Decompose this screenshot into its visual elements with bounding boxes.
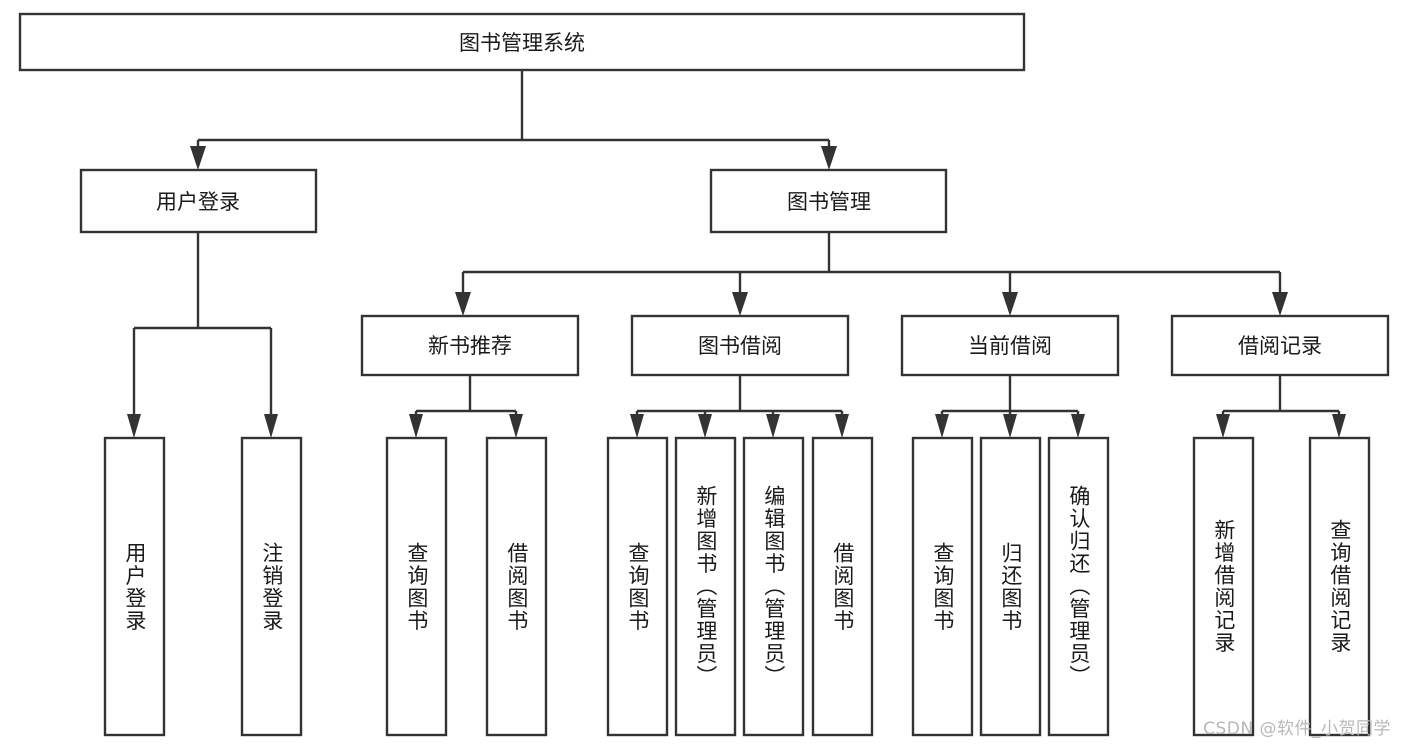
node-book-management-box[interactable] <box>709 168 948 234</box>
leaf-box-borrow-book-1[interactable] <box>485 436 548 737</box>
arrow-head-leaf-query-book-2 <box>630 414 644 438</box>
arrow-head-leaf-user-logout <box>264 414 278 438</box>
node-root-label: 图书管理系统 <box>459 31 585 55</box>
leaf-box-add-book[interactable] <box>674 436 737 737</box>
leaf-box-return-book[interactable] <box>979 436 1042 737</box>
arrow-head-book-borrow <box>732 292 748 316</box>
node-new-book-recommend-label: 新书推荐 <box>428 334 512 358</box>
node-new-book-recommend[interactable]: 新书推荐 <box>360 314 580 377</box>
leaf-box-user-logout[interactable] <box>240 436 303 737</box>
leaf-box-borrow-book-2[interactable] <box>811 436 874 737</box>
arrow-head-leaf-user-login <box>127 414 141 438</box>
leaf-box-confirm-return[interactable] <box>1047 436 1110 737</box>
arrow-head-leaf-add-book <box>698 414 712 438</box>
node-current-borrow[interactable]: 当前借阅 <box>900 314 1120 377</box>
node-root-box[interactable] <box>18 12 1026 72</box>
node-borrow-record-box[interactable] <box>1170 314 1390 377</box>
node-new-book-recommend-box[interactable] <box>360 314 580 377</box>
leaf-box-edit-book[interactable] <box>742 436 805 737</box>
arrow-head-book-management <box>821 146 837 170</box>
leaf-box-user-login[interactable] <box>103 436 166 737</box>
arrow-head-new-book-recommend <box>455 292 471 316</box>
arrow-head-borrow-record <box>1272 292 1288 316</box>
node-user-login-label: 用户登录 <box>156 190 240 214</box>
node-book-management-label: 图书管理 <box>787 190 871 214</box>
arrow-head-leaf-query-book-3 <box>935 414 949 438</box>
node-current-borrow-box[interactable] <box>900 314 1120 377</box>
arrow-head-leaf-query-book-1 <box>409 414 423 438</box>
node-book-borrow-box[interactable] <box>630 314 850 377</box>
arrow-head-leaf-query-record <box>1332 414 1346 438</box>
arrow-head-user-login <box>190 146 206 170</box>
arrow-head-leaf-borrow-book-1 <box>509 414 523 438</box>
leaf-box-query-book-1[interactable] <box>385 436 448 737</box>
arrow-head-leaf-add-record <box>1216 414 1230 438</box>
node-current-borrow-label: 当前借阅 <box>968 334 1052 358</box>
node-book-borrow-label: 图书借阅 <box>698 334 782 358</box>
node-user-login[interactable]: 用户登录 <box>79 168 318 234</box>
leaf-box-query-book-2[interactable] <box>606 436 669 737</box>
leaf-box-add-record[interactable] <box>1192 436 1255 737</box>
node-root[interactable]: 图书管理系统 <box>18 12 1026 72</box>
arrow-head-leaf-confirm-return <box>1071 414 1085 438</box>
arrow-head-current-borrow <box>1002 292 1018 316</box>
arrow-head-leaf-borrow-book-2 <box>835 414 849 438</box>
arrow-head-leaf-return-book <box>1003 414 1017 438</box>
node-book-management[interactable]: 图书管理 <box>709 168 948 234</box>
node-borrow-record[interactable]: 借阅记录 <box>1170 314 1390 377</box>
node-book-borrow[interactable]: 图书借阅 <box>630 314 850 377</box>
node-borrow-record-label: 借阅记录 <box>1238 334 1322 358</box>
arrow-head-leaf-edit-book <box>766 414 780 438</box>
leaf-box-query-book-3[interactable] <box>911 436 974 737</box>
leaf-box-query-record[interactable] <box>1308 436 1371 737</box>
